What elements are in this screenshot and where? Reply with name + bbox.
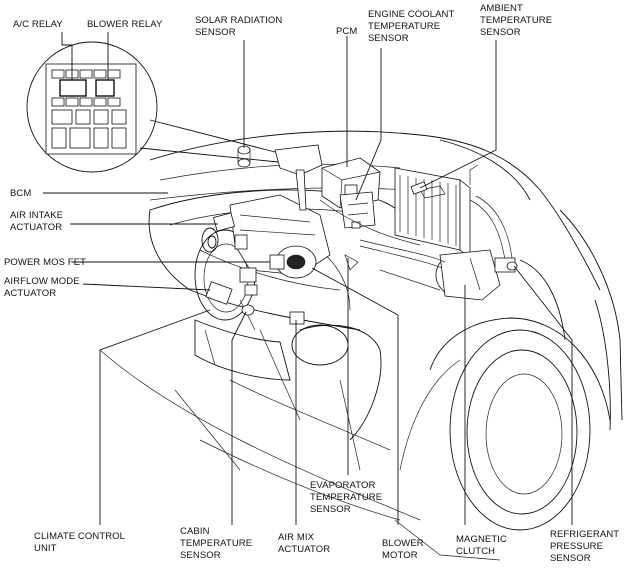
label-air-intake-actuator: AIR INTAKE ACTUATOR bbox=[10, 210, 66, 233]
label-solar-radiation-sensor: SOLAR RADIATION SENSOR bbox=[195, 15, 285, 38]
leader-blower-motor bbox=[311, 267, 399, 525]
label-climate-control-unit: CLIMATE CONTROL UNIT bbox=[34, 531, 127, 554]
leader-ambient-sensor bbox=[419, 40, 497, 189]
label-blower-motor: BLOWER MOTOR bbox=[382, 538, 427, 561]
label-pcm: PCM bbox=[336, 26, 357, 37]
label-engine-coolant-temperature-sensor: ENGINE COOLANT TEMPERATURE SENSOR bbox=[368, 9, 457, 44]
label-ac-relay: A/C RELAY bbox=[13, 19, 63, 30]
leader-ect-sensor bbox=[355, 48, 382, 201]
label-bcm: BCM bbox=[10, 188, 31, 199]
label-ambient-temperature-sensor: AMBIENT TEMPERATURE SENSOR bbox=[480, 3, 555, 38]
label-power-mos-fet: POWER MOS FET bbox=[4, 257, 86, 268]
leader-lines bbox=[43, 32, 573, 525]
leader-cabin-sensor bbox=[231, 311, 247, 525]
label-evaporator-temperature-sensor: EVAPORATOR TEMPERATURE SENSOR bbox=[310, 480, 385, 515]
leader-ac-relay bbox=[61, 32, 73, 80]
label-refrigerant-pressure-sensor: REFRIGERANT PRESSURE SENSOR bbox=[550, 529, 622, 564]
label-magnetic-clutch: MAGNETIC CLUTCH bbox=[456, 534, 510, 557]
leader-climate-control-unit bbox=[99, 309, 211, 525]
leader-refrigerant-sensor bbox=[513, 265, 573, 525]
label-airflow-mode-actuator: AIRFLOW MODE ACTUATOR bbox=[4, 276, 82, 299]
car-illustration bbox=[26, 41, 623, 561]
labels: A/C RELAY BLOWER RELAY SOLAR RADIATION S… bbox=[4, 3, 622, 564]
leader-airflow-mode bbox=[82, 283, 211, 291]
label-blower-relay: BLOWER RELAY bbox=[87, 19, 163, 30]
label-cabin-temperature-sensor: CABIN TEMPERATURE SENSOR bbox=[180, 526, 255, 561]
label-air-mix-actuator: AIR MIX ACTUATOR bbox=[278, 532, 330, 555]
